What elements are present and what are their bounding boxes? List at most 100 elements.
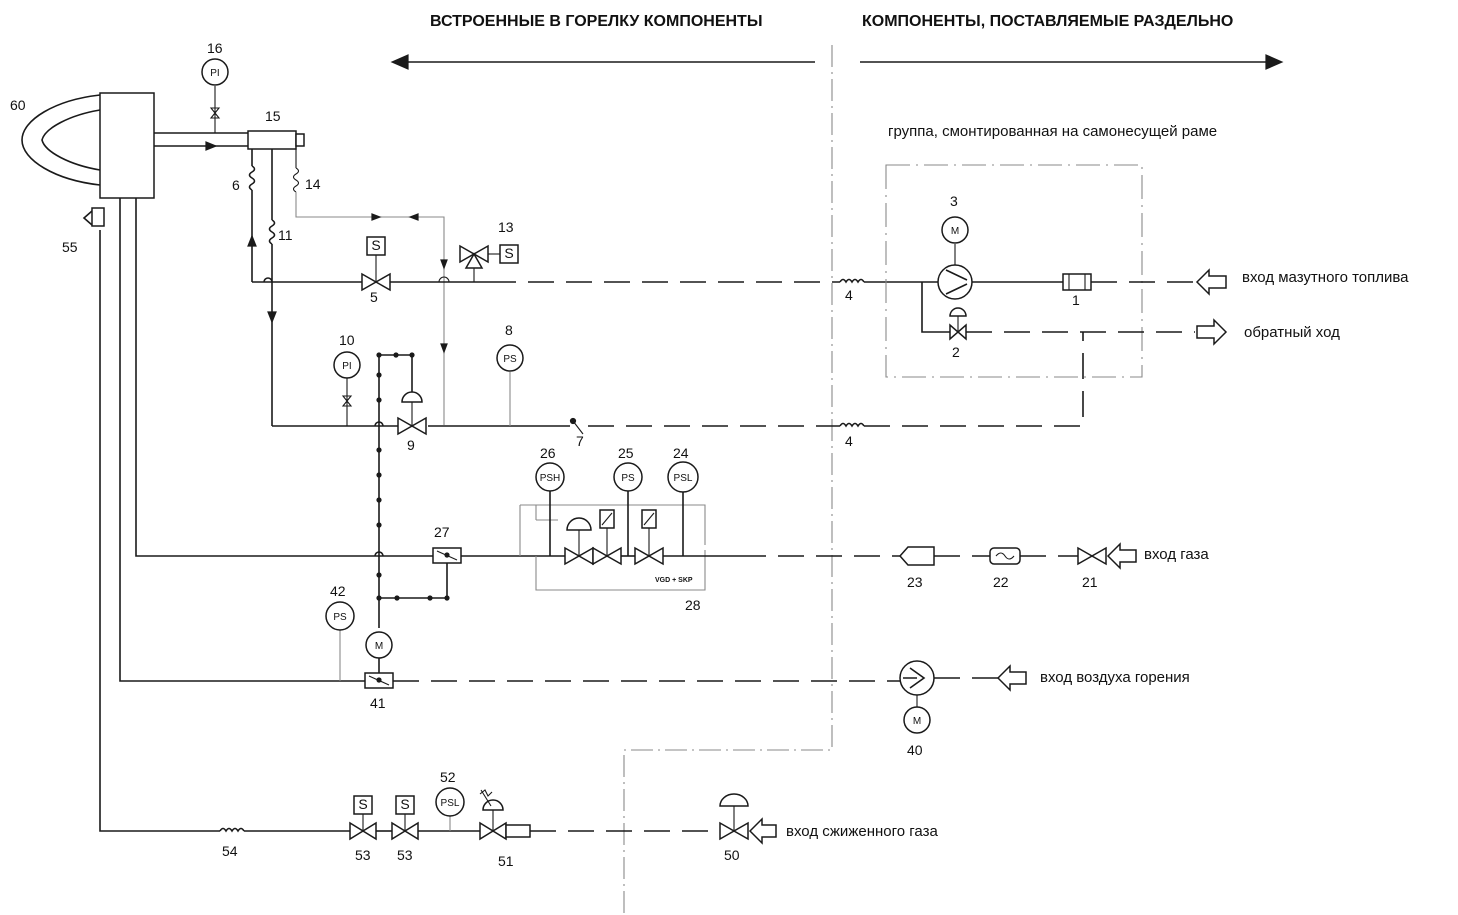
ps25-text: PS — [621, 473, 635, 484]
flex-hose-4b-icon — [839, 422, 865, 428]
line-jump — [374, 551, 384, 557]
label-50: 50 — [724, 847, 740, 863]
header-built-in: ВСТРОЕННЫЕ В ГОРЕЛКУ КОМПОНЕНТЫ — [430, 13, 762, 30]
pi16-text: PI — [210, 68, 219, 79]
outlet-arrow-icon — [1196, 318, 1228, 346]
nozzle-15 — [247, 130, 297, 150]
lpg-pressure-switch-52 — [435, 787, 465, 817]
gas-cock-21-icon-b — [1090, 546, 1107, 566]
lpg-regulator-50-icon — [719, 793, 749, 841]
regulating-valve-9-icon — [397, 391, 427, 436]
pilot-line-14 — [295, 192, 445, 425]
label-25: 25 — [618, 445, 634, 461]
label-5: 5 — [370, 289, 378, 305]
pressure-switch-high-26 — [535, 462, 565, 492]
gas-inlet-label: вход газа — [1144, 546, 1209, 563]
lpg-regulator-51-icon — [479, 789, 531, 841]
skid-frame — [885, 164, 1143, 378]
servo-text: M — [375, 641, 383, 652]
gas-inlet-arrow-icon — [1106, 542, 1137, 570]
pressure-indicator-10 — [333, 351, 361, 379]
return-line-to-skid — [864, 332, 1084, 427]
scope-boundary-line — [623, 45, 833, 915]
lpg-line-burner — [99, 230, 220, 832]
line-jump — [263, 277, 273, 283]
inlet-arrow-icon — [1195, 268, 1227, 296]
oil-pump — [937, 264, 973, 300]
gas-line-burner — [135, 198, 433, 557]
line-jump — [438, 276, 450, 283]
label-27: 27 — [434, 524, 450, 540]
arrow-left-icon — [390, 54, 815, 70]
gas-cock-21-icon — [1077, 546, 1094, 566]
flow-arrow-icon — [205, 141, 218, 151]
oil-inlet-label: вход мазутного топлива — [1242, 269, 1409, 286]
pressure-indicator-16 — [201, 58, 229, 86]
flex-hose-14-icon — [292, 167, 300, 193]
label-13: 13 — [498, 219, 514, 235]
fan-motor-40 — [903, 706, 931, 734]
label-6: 6 — [232, 177, 240, 193]
flex-hose-4-icon — [839, 278, 865, 284]
pressure-switch-8 — [496, 344, 524, 372]
pressure-switch-25 — [613, 462, 643, 492]
flame-sensor-icon — [82, 207, 105, 227]
lpg-solenoid-valve-b-icon — [391, 795, 419, 841]
arrow-icon — [440, 343, 448, 354]
s13-text: S — [504, 245, 513, 261]
header-separate: КОМПОНЕНТЫ, ПОСТАВЛЯЕМЫЕ РАЗДЕЛЬНО — [862, 13, 1233, 30]
lpg-inlet-arrow-icon — [748, 817, 777, 845]
label-16: 16 — [207, 40, 223, 56]
label-4b: 4 — [845, 433, 853, 449]
label-28: 28 — [685, 597, 701, 613]
oil-return-label: обратный ход — [1244, 324, 1340, 341]
servomotor-linkage — [376, 352, 450, 628]
label-52: 52 — [440, 769, 456, 785]
label-9: 9 — [407, 437, 415, 453]
psl24-text: PSL — [674, 473, 693, 484]
label-53a: 53 — [355, 847, 371, 863]
flex-hose-11-icon — [268, 219, 276, 245]
label-8: 8 — [505, 322, 513, 338]
three-way-valve-13-icon — [459, 244, 519, 282]
skid-group-label: группа, смонтированная на самонесущей ра… — [888, 123, 1217, 140]
frame-inner — [535, 505, 558, 521]
label-54: 54 — [222, 843, 238, 859]
label-51: 51 — [498, 853, 514, 869]
lpg-solenoid-valve-a-icon — [349, 795, 377, 841]
label-21: 21 — [1082, 574, 1098, 590]
pump-motor-3 — [941, 216, 969, 244]
label-41: 41 — [370, 695, 386, 711]
arrow-right-icon — [860, 54, 1284, 70]
burner-head-icon — [21, 92, 155, 199]
gas-filter-23 — [898, 546, 935, 566]
flow-arrow-down-icon — [267, 311, 277, 324]
label-42: 42 — [330, 583, 346, 599]
s53b-text: S — [400, 796, 409, 812]
label-22: 22 — [993, 574, 1009, 590]
flow-arrow-up-icon — [247, 234, 257, 247]
valve-group-frame — [519, 504, 706, 591]
label-53b: 53 — [397, 847, 413, 863]
s5-text: S — [371, 237, 380, 253]
joint-icon — [995, 552, 1015, 560]
manual-valve-icon — [341, 395, 353, 407]
arrow-icon — [440, 259, 448, 270]
label-1: 1 — [1072, 292, 1080, 308]
pump-icon — [945, 269, 968, 295]
flex-hose-54-icon — [219, 827, 245, 833]
nozzle-tip — [295, 133, 305, 147]
label-60: 60 — [10, 97, 26, 113]
damper-pivot — [376, 677, 382, 683]
ps42-text: PS — [333, 612, 347, 623]
flex-hose-6-icon — [248, 165, 256, 191]
label-40: 40 — [907, 742, 923, 758]
gas-valves-icon — [564, 509, 664, 566]
oil-filter-1 — [1062, 273, 1092, 291]
psh26-text: PSH — [540, 473, 561, 484]
label-55: 55 — [62, 239, 78, 255]
label-14: 14 — [305, 176, 321, 192]
label-23: 23 — [907, 574, 923, 590]
